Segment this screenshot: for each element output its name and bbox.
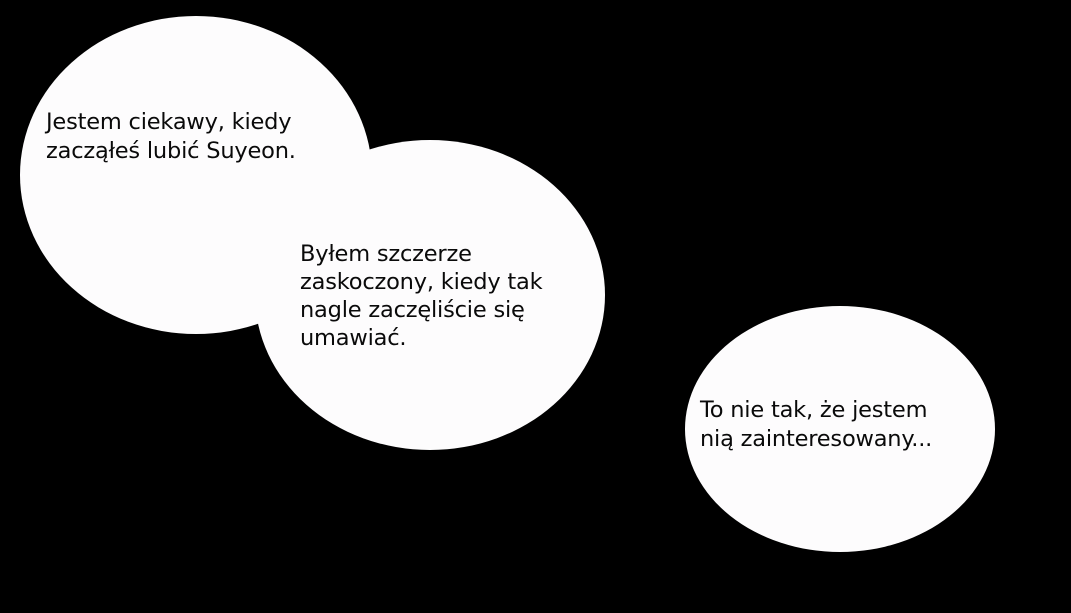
speech-text-3: To nie tak, że jestem nią zainteresowany… (700, 397, 933, 452)
speech-bubble-3 (685, 306, 995, 552)
speech-text-2: Byłem szczerze zaskoczony, kiedy tak nag… (300, 241, 543, 351)
speech-bubble-2 (255, 140, 605, 450)
speech-text-1: Jestem ciekawy, kiedy zacząłeś lubić Suy… (46, 109, 296, 164)
